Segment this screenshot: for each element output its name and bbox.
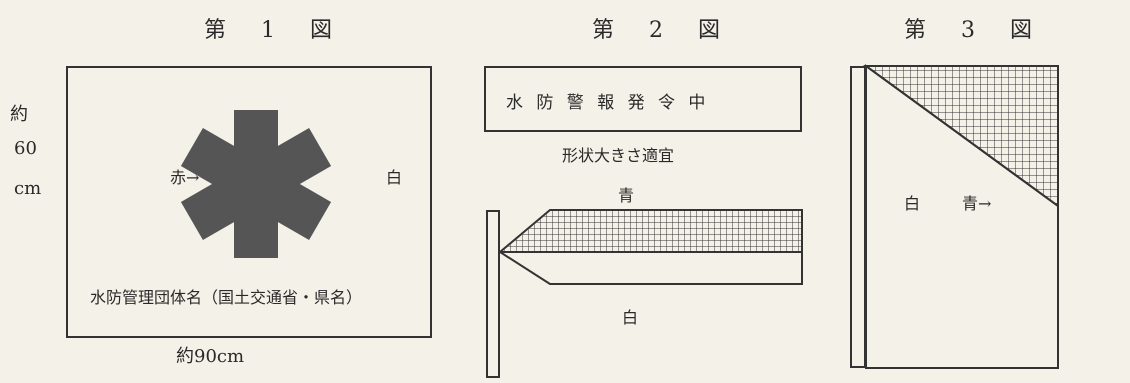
figure3-white-label: 白: [904, 194, 921, 213]
figure2-flag-pole: [486, 210, 500, 378]
figure1-title: 第 1 図: [204, 18, 346, 43]
figure1-height-label-value: 60: [14, 138, 37, 159]
figure1-height-label-unit: cm: [14, 178, 42, 199]
figure1-height-label-approx: 約: [10, 104, 28, 125]
figure3-blue-label: 青→: [962, 194, 992, 213]
figure1-flag: [66, 66, 432, 338]
figure1-organization-label: 水防管理団体名（国土交通省・県名）: [90, 288, 363, 307]
figure2-size-note: 形状大きさ適宜: [562, 146, 675, 165]
figure2-sign-board: [484, 66, 802, 132]
figure3-title: 第 3 図: [904, 18, 1046, 43]
figure1-width-label: 約90cm: [176, 346, 245, 367]
figure1-white-label: 白: [386, 168, 403, 187]
figure2-sign-text: 水 防 警 報 発 令 中: [506, 93, 710, 113]
figure1-red-label: 赤→: [170, 168, 200, 187]
figure2-blue-label: 青: [618, 186, 635, 205]
figure3-flag-pole: [850, 66, 866, 368]
figure2-title: 第 2 図: [592, 18, 734, 43]
figure2-white-label: 白: [622, 308, 639, 327]
